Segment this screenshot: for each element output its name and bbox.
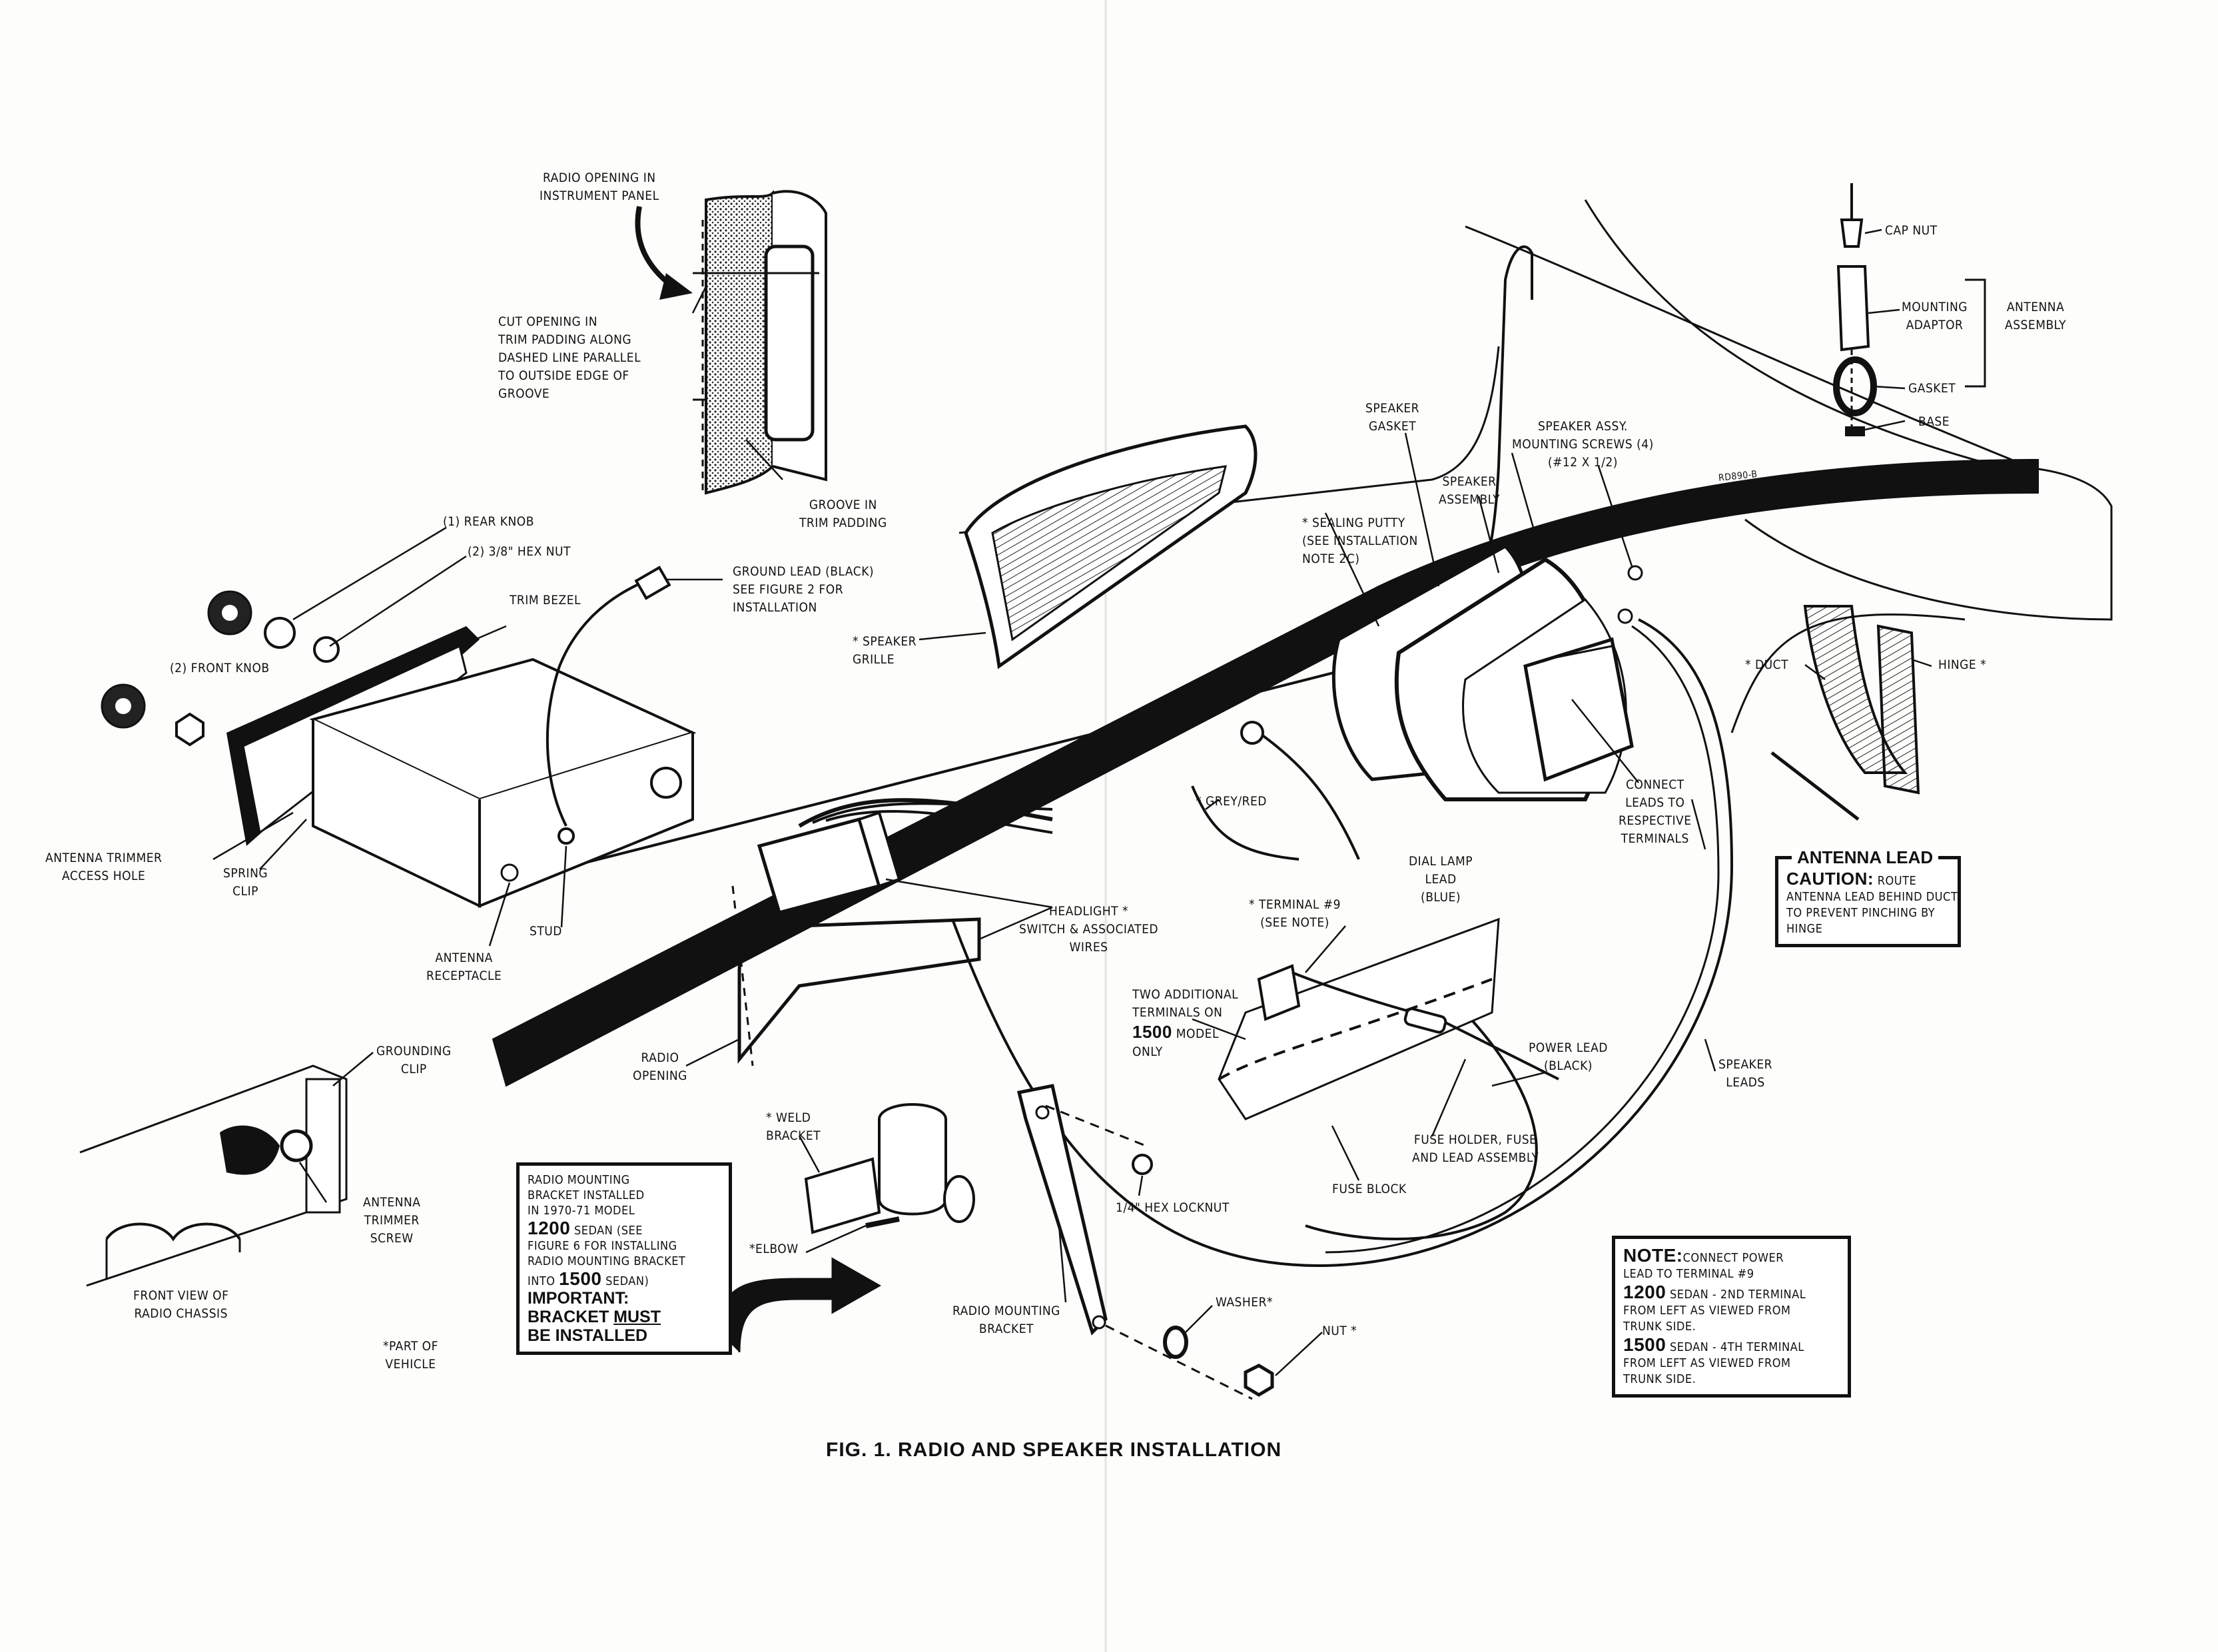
- radio-mounting-bracket: [1016, 1084, 1108, 1336]
- front-view-chassis: [79, 1064, 348, 1287]
- label-hinge: HINGE *: [1938, 657, 1987, 672]
- bracket-note-arrow: [718, 1257, 882, 1353]
- radio-chassis: [226, 626, 697, 909]
- label-radio-opening-panel: RADIO OPENING IN INSTRUMENT PANEL: [540, 171, 659, 203]
- instrument-panel-inset: [693, 190, 827, 495]
- antenna-assembly-bracket: [1965, 278, 1986, 388]
- label-radio-mounting-bracket: RADIO MOUNTING BRACKET: [952, 1304, 1060, 1336]
- label-duct: * DUCT: [1745, 657, 1789, 672]
- label-speaker-assembly: SPEAKER ASSEMBLY: [1439, 474, 1501, 507]
- knob-set: [101, 590, 340, 747]
- label-mounting-adaptor: MOUNTING ADAPTOR: [1902, 300, 1968, 332]
- label-part-of-vehicle: *PART OF VEHICLE: [383, 1339, 438, 1372]
- fuse-holder-body: [1403, 1007, 1447, 1034]
- speaker-leads-wire: [951, 618, 1734, 1268]
- grey-red-wire: [1191, 785, 1299, 861]
- dash-cross-bar: [492, 458, 2039, 1087]
- label-rear-knob: (1) REAR KNOB: [443, 514, 534, 529]
- figure-title: FIG. 1. RADIO AND SPEAKER INSTALLATION: [826, 1439, 1282, 1461]
- label-speaker-screws: SPEAKER ASSY. MOUNTING SCREWS (4) (#12 X…: [1512, 419, 1654, 470]
- label-antenna-trimmer-screw: ANTENNA TRIMMER SCREW: [363, 1195, 421, 1246]
- label-fuse-block: FUSE BLOCK: [1332, 1182, 1407, 1196]
- label-antenna-assembly: ANTENNA ASSEMBLY: [2005, 300, 2067, 332]
- label-spring-clip: SPRING CLIP: [223, 866, 268, 899]
- bracket-mounting-dashed-line: [1045, 1104, 1253, 1400]
- inset-pointer-arrow: [635, 206, 675, 289]
- label-sealing-putty: * SEALING PUTTY (SEE INSTALLATION NOTE 2…: [1302, 516, 1418, 566]
- ground-lead-terminal: [634, 566, 671, 600]
- trunk-lid-outline: [1584, 199, 2113, 621]
- radio-opening-dashed: [731, 885, 754, 1066]
- label-ground-lead: GROUND LEAD (BLACK) SEE FIGURE 2 FOR INS…: [733, 564, 875, 615]
- label-grounding-clip: GROUNDING CLIP: [376, 1044, 452, 1076]
- rear-deck-outline: [1465, 225, 2012, 461]
- inset-pointer-arrowhead: [659, 273, 693, 300]
- washer: [1163, 1326, 1188, 1359]
- label-nut: NUT *: [1322, 1324, 1357, 1338]
- speaker-assembly: [1331, 544, 1643, 801]
- duct-hinge: [1730, 605, 1966, 821]
- label-grey-red: * GREY/RED: [1196, 794, 1267, 809]
- label-hex-locknut: 1/4" HEX LOCKNUT: [1116, 1200, 1230, 1215]
- label-speaker-leads: SPEAKER LEADS: [1718, 1057, 1773, 1090]
- label-fuse-holder: FUSE HOLDER, FUSE AND LEAD ASSEMBLY: [1412, 1132, 1539, 1165]
- antenna-assembly: [1833, 183, 1877, 436]
- label-dial-lamp: DIAL LAMP LEAD (BLUE): [1409, 854, 1473, 905]
- label-speaker-grille: * SPEAKER GRILLE: [853, 634, 917, 667]
- stud: [557, 827, 575, 845]
- label-power-lead: POWER LEAD (BLACK): [1529, 1040, 1608, 1073]
- label-connect-leads: CONNECT LEADS TO RESPECTIVE TERMINALS: [1619, 777, 1692, 846]
- speaker-grille: [964, 424, 1258, 669]
- nut: [1244, 1364, 1274, 1397]
- label-terminal-9: * TERMINAL #9 (SEE NOTE): [1249, 897, 1341, 930]
- label-base: BASE: [1918, 414, 1950, 429]
- weld-bracket-elbow: [804, 1103, 975, 1234]
- label-groove: GROOVE IN TRIM PADDING: [799, 498, 887, 530]
- label-antenna-receptacle: ANTENNA RECEPTACLE: [426, 951, 502, 983]
- dial-lamp-wire: [1258, 731, 1360, 860]
- fuse-block: [1218, 917, 1500, 1120]
- label-speaker-gasket: SPEAKER GASKET: [1365, 401, 1420, 434]
- antenna-caution-box: ANTENNA LEAD CAUTION: ROUTE ANTENNA LEAD…: [1775, 847, 1961, 947]
- dial-lamp-socket: [1240, 721, 1264, 745]
- label-front-view: FRONT VIEW OF RADIO CHASSIS: [133, 1288, 229, 1321]
- label-stud: STUD: [530, 924, 562, 939]
- label-cut-opening: CUT OPENING IN TRIM PADDING ALONG DASHED…: [498, 314, 641, 401]
- label-trim-bezel: TRIM BEZEL: [510, 593, 581, 608]
- label-headlight-switch: HEADLIGHT * SWITCH & ASSOCIATED WIRES: [1019, 904, 1159, 955]
- hex-locknut: [1132, 1154, 1153, 1175]
- label-radio-opening: RADIO OPENING: [633, 1050, 687, 1083]
- label-weld-bracket: * WELD BRACKET: [766, 1110, 821, 1143]
- radio-opening-frame: [737, 917, 981, 1064]
- label-front-knob: (2) FRONT KNOB: [170, 661, 270, 675]
- leader-lines: [212, 228, 1932, 1376]
- speaker-leads-wire-2: [1325, 625, 1720, 1254]
- label-washer: WASHER*: [1216, 1295, 1273, 1310]
- ground-lead-wire: [546, 578, 650, 827]
- bracket-note-box: RADIO MOUNTING BRACKET INSTALLED IN 1970…: [516, 1162, 732, 1355]
- label-cap-nut: CAP NUT: [1885, 223, 1938, 238]
- label-elbow: *ELBOW: [749, 1242, 799, 1256]
- label-antenna-trimmer-access: ANTENNA TRIMMER ACCESS HOLE: [45, 851, 163, 883]
- headlight-switch-harness: [757, 798, 1053, 915]
- label-gasket: GASKET: [1908, 381, 1956, 396]
- label-hex-nut: (2) 3/8" HEX NUT: [468, 544, 571, 559]
- instrument-panel-upper-edge: [958, 346, 1500, 534]
- power-lead-wire: [1305, 998, 1538, 1240]
